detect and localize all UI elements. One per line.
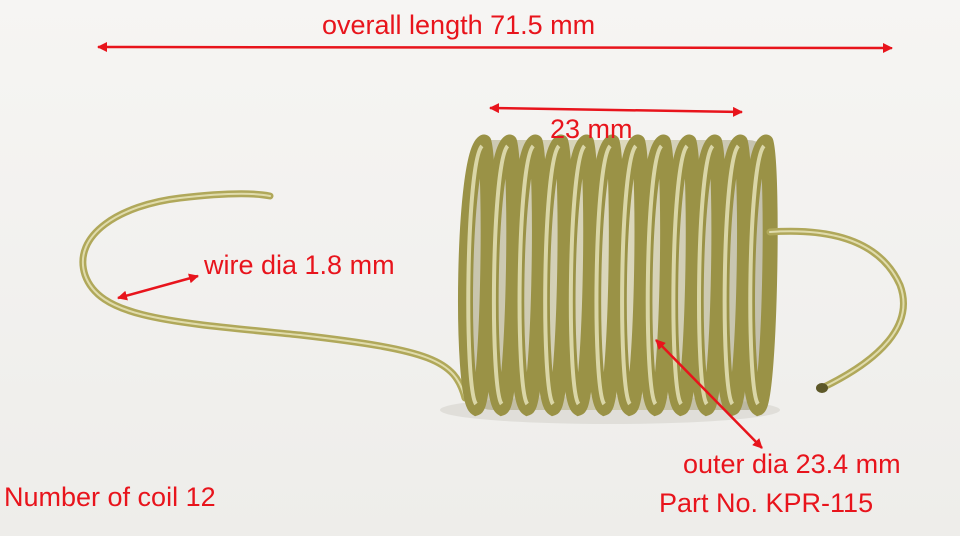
coil-turn-highlight xyxy=(620,144,638,406)
coil-body xyxy=(458,134,778,417)
overall-length-label: overall length 71.5 mm xyxy=(322,10,596,40)
coil-turn-highlight xyxy=(517,144,535,406)
coil-turn-highlight xyxy=(466,144,484,406)
wire-diameter-label: wire dia 1.8 mm xyxy=(204,250,395,280)
outer-diameter-label: outer dia 23.4 mm xyxy=(683,449,901,479)
wire-diameter-arrow xyxy=(117,273,199,301)
coil-length-arrow xyxy=(489,103,743,117)
coil-turn-highlight xyxy=(568,144,587,406)
coil-turn-highlight xyxy=(594,144,612,406)
coil-length-label: 23 mm xyxy=(550,114,633,144)
coil-turn-highlight xyxy=(491,144,510,406)
outer-diameter-arrow xyxy=(655,339,763,449)
part-number-label: Part No. KPR-115 xyxy=(659,488,874,518)
coil-count-label: Number of coil 12 xyxy=(4,482,216,512)
overall-length-arrow xyxy=(97,42,893,53)
coil-turn-highlight xyxy=(543,144,561,406)
coil-turn-highlight xyxy=(645,144,664,406)
right-hook-tip xyxy=(816,383,828,393)
